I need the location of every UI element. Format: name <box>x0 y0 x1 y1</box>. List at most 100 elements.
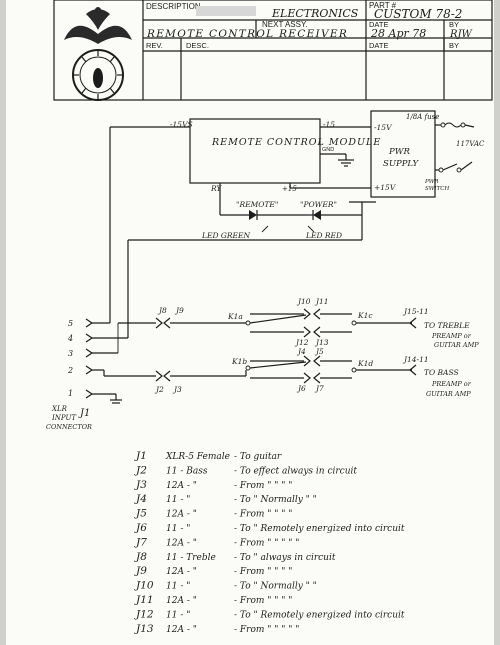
legend-type: 12A - " <box>166 481 197 491</box>
j2-label: J2 <box>154 385 164 394</box>
legend-description: - To " always in circuit <box>234 553 336 563</box>
j3-label: J3 <box>172 385 182 394</box>
k1c-label: K1c <box>357 311 373 320</box>
legend-jack: J2 <box>134 464 147 476</box>
legend-type: 12A - " <box>166 510 197 520</box>
treble-dest-1: TO TREBLE <box>424 321 470 330</box>
legend-type: 12A - " <box>166 567 197 577</box>
remote-control-module: REMOTE CONTROL MODULE -15VS -15 GND RY +… <box>170 118 381 193</box>
treble-dest-3: GUITAR AMP <box>434 341 479 349</box>
status-leds: "REMOTE" "POWER" LED GREEN LED RED <box>127 183 376 338</box>
company-name: ELECTRONICS <box>271 7 359 20</box>
legend-type: 11 - " <box>166 582 190 592</box>
psu-neg15-label: -15V <box>374 123 393 132</box>
led-red-label: LED RED <box>305 231 342 240</box>
legend-type: 11 - " <box>166 610 190 620</box>
k1a-label: K1a <box>227 312 243 321</box>
legend-type: 11 - " <box>166 524 190 534</box>
legend-type: 12A - " <box>166 538 197 548</box>
j15-label: J15-11 <box>402 307 429 316</box>
power-supply: PWR SUPPLY -15V +15V 1/8A fuse 117VAC PW… <box>370 110 485 198</box>
legend-type: 11 - Treble <box>166 553 216 563</box>
module-label: REMOTE CONTROL MODULE <box>211 137 381 148</box>
schematic-sheet: DESCRIPTION ELECTRONICS NEXT ASSY. REMOT… <box>6 0 494 645</box>
switch-label: PWR <box>424 179 439 185</box>
legend-jack: J4 <box>134 493 147 505</box>
legend-jack: J1 <box>134 450 147 462</box>
xlr-label-3: CONNECTOR <box>46 423 92 431</box>
title-block: DESCRIPTION ELECTRONICS NEXT ASSY. REMOT… <box>53 0 493 101</box>
signal-wiring: 5 4 3 2 1 J8 J9 K1a J10 J11 <box>46 297 479 431</box>
j12-label: J12 <box>294 338 309 347</box>
remote-led-icon <box>249 210 257 220</box>
pin-1: 1 <box>68 389 73 398</box>
legend-type: 11 - Bass <box>166 466 208 476</box>
power-wiring <box>109 122 475 323</box>
power-led-icon <box>313 210 321 220</box>
legend-jack: J11 <box>134 594 154 606</box>
redacted-company-name <box>196 6 256 16</box>
legend-jack: J7 <box>134 536 147 548</box>
legend-description: - From " " " " <box>234 510 292 520</box>
legend-description: - To guitar <box>234 452 282 462</box>
j7-label: J7 <box>314 384 324 393</box>
schematic-drawing: DESCRIPTION ELECTRONICS NEXT ASSY. REMOT… <box>46 0 493 635</box>
legend-jack: J12 <box>134 608 154 620</box>
legend-jack: J13 <box>134 623 154 635</box>
ac-label: 117VAC <box>456 140 485 148</box>
module-neg15-label: -15VS <box>170 120 193 129</box>
legend-type: 11 - " <box>166 495 190 505</box>
k1d-label: K1d <box>357 359 373 368</box>
j11-label: J11 <box>314 297 329 306</box>
description-label: DESCRIPTION <box>146 2 201 11</box>
legend-type: 12A - " <box>166 596 197 606</box>
module-neg15-out-label: -15 <box>323 120 335 129</box>
legend-description: - To effect always in circuit <box>234 466 357 476</box>
module-ry-label: RY <box>210 184 222 193</box>
j14-label: J14-11 <box>402 355 429 364</box>
legend-jack: J5 <box>134 508 147 520</box>
remote-led-label: "REMOTE" <box>236 200 278 209</box>
xlr-label-2: INPUT <box>51 414 77 422</box>
legend-description: - From " " " " " <box>234 538 299 548</box>
legend-jack: J9 <box>134 565 147 577</box>
j8-label: J8 <box>157 306 167 315</box>
psu-label-pwr: PWR <box>388 147 410 157</box>
bass-dest-3: GUITAR AMP <box>426 390 471 398</box>
pin-2: 2 <box>67 366 73 375</box>
date-label-2: DATE <box>369 41 388 50</box>
by-label: BY <box>449 20 459 29</box>
xlr-j1-label: J1 <box>78 408 90 419</box>
j4-label: J4 <box>296 347 306 356</box>
legend-description: - To " Remotely energized into circuit <box>234 524 405 534</box>
legend-description: - To " Remotely energized into circuit <box>234 610 405 620</box>
fuse-label: 1/8A fuse <box>406 113 439 121</box>
bass-dest-1: TO BASS <box>424 368 459 377</box>
legend-jack: J3 <box>134 479 147 491</box>
rev-label: REV. <box>146 41 163 50</box>
module-plus15-label: +15 <box>282 185 297 193</box>
legend-jack: J10 <box>134 580 154 592</box>
j5-label: J5 <box>314 347 324 356</box>
part-label: PART # <box>369 1 397 10</box>
pin-3: 3 <box>68 349 73 358</box>
psu-label-supply: SUPPLY <box>383 159 420 169</box>
legend-description: - To " Normally " " <box>234 495 317 505</box>
by-value: RJW <box>449 29 473 40</box>
j6-label: J6 <box>296 384 306 393</box>
power-led-label: "POWER" <box>300 200 337 209</box>
pin-5: 5 <box>68 319 73 328</box>
legend-type: XLR-5 Female <box>165 452 230 462</box>
legend-description: - From " " " " <box>234 596 292 606</box>
j9-label: J9 <box>174 306 184 315</box>
legend-description: - To " Normally " " <box>234 582 317 592</box>
date-label: DATE <box>369 20 388 29</box>
j10-label: J10 <box>296 297 311 306</box>
led-green-label: LED GREEN <box>201 231 250 240</box>
legend-jack: J6 <box>134 522 147 534</box>
legend-jack: J8 <box>134 551 147 563</box>
bass-dest-2: PREAMP or <box>431 380 472 388</box>
company-logo <box>64 7 132 101</box>
part-number: CUSTOM 78-2 <box>374 7 462 21</box>
